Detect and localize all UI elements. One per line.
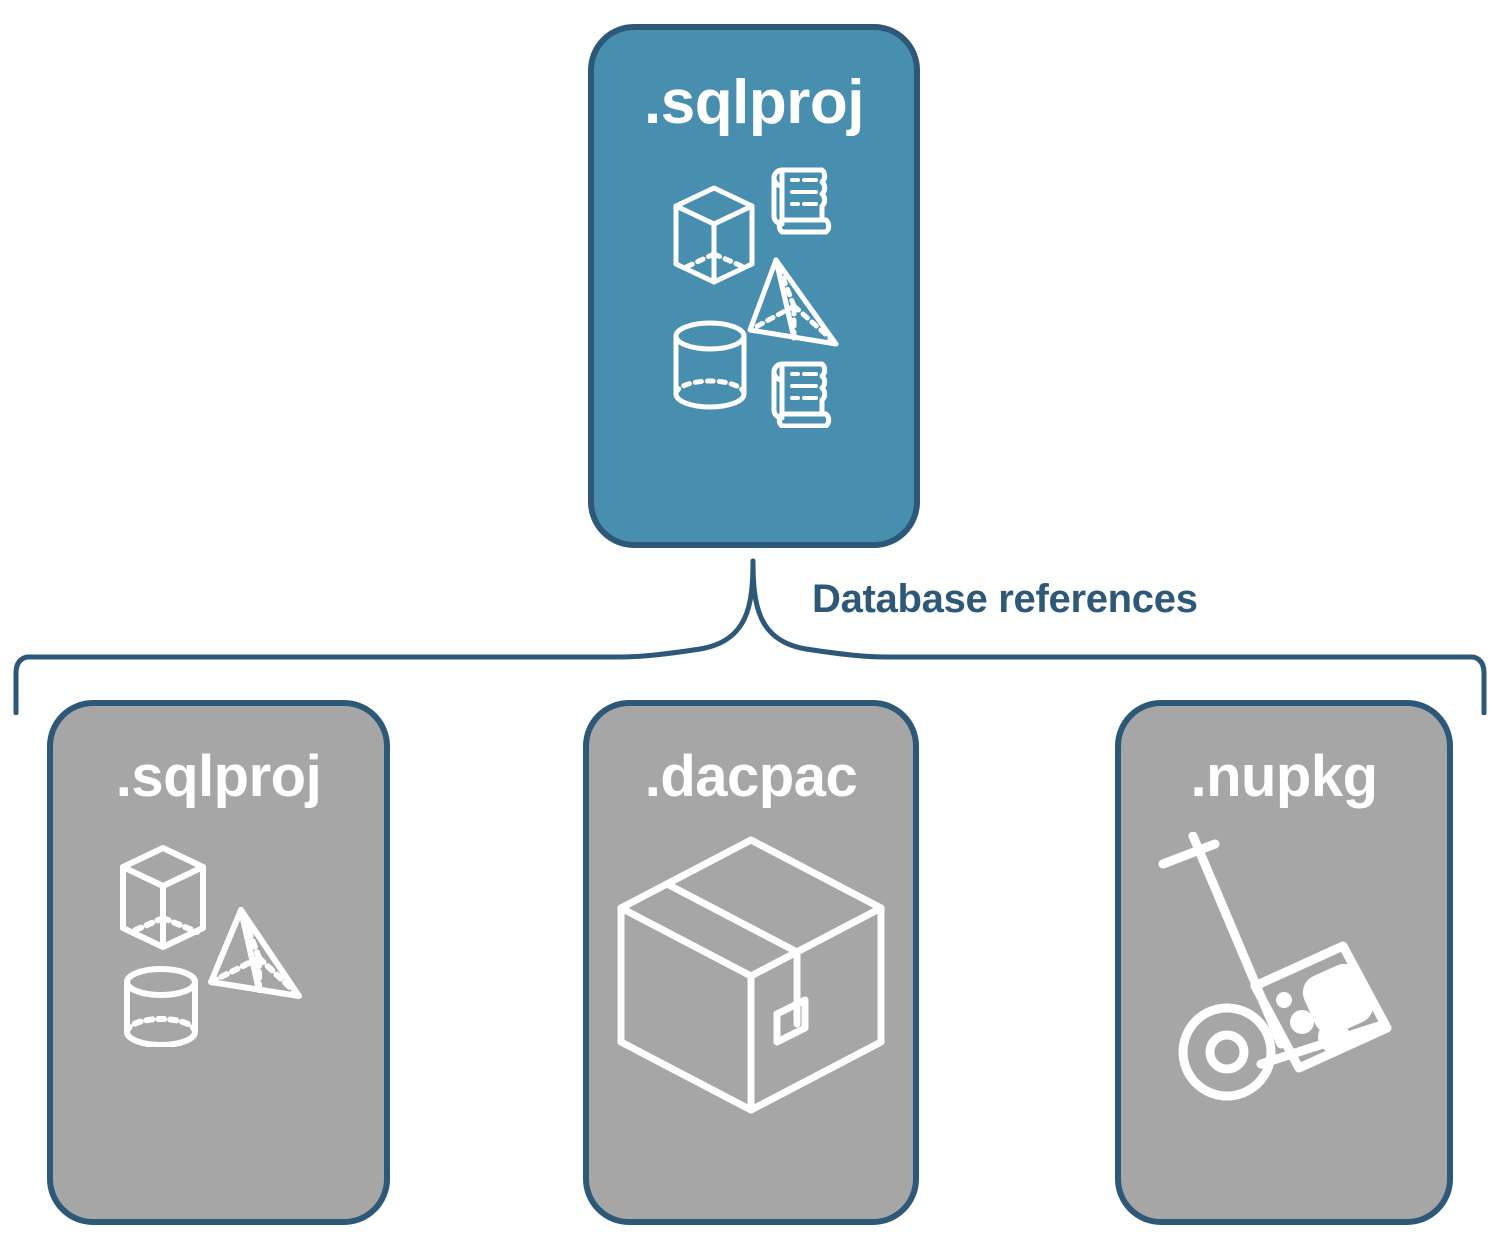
pyramid-icon bbox=[208, 907, 302, 999]
database-objects-icon-group bbox=[120, 845, 302, 1048]
scroll-icon bbox=[771, 167, 832, 235]
scroll-icon bbox=[771, 361, 832, 429]
brace-icon bbox=[13, 558, 1487, 716]
reference-card-dacpac[interactable]: .dacpac bbox=[583, 700, 919, 1225]
reference-card-nupkg-title: .nupkg bbox=[1190, 744, 1378, 809]
cylinder-icon bbox=[673, 320, 747, 410]
nuget-logo-icon bbox=[1276, 963, 1374, 1053]
package-box-icon bbox=[617, 836, 884, 1114]
reference-card-dacpac-title: .dacpac bbox=[644, 744, 858, 809]
pyramid-icon bbox=[747, 257, 839, 347]
reference-card-sqlproj-title: .sqlproj bbox=[115, 744, 322, 809]
reference-card-sqlproj-icons bbox=[111, 832, 326, 1048]
sqlproj-root-card[interactable]: .sqlproj bbox=[588, 24, 920, 548]
cylinder-icon bbox=[124, 966, 198, 1048]
cube-icon bbox=[673, 185, 755, 285]
sqlproj-root-card-icons bbox=[654, 158, 854, 429]
sqlproj-root-card-title: .sqlproj bbox=[644, 68, 864, 137]
reference-card-sqlproj[interactable]: .sqlproj bbox=[47, 700, 390, 1225]
hand-truck-icon bbox=[1158, 831, 1392, 1101]
database-references-label: Database references bbox=[812, 577, 1198, 621]
database-references-brace bbox=[0, 545, 1500, 716]
database-objects-icon-group bbox=[673, 167, 839, 429]
reference-card-nupkg-icons bbox=[1149, 831, 1419, 1102]
reference-card-dacpac-icons bbox=[609, 832, 894, 1117]
cube-icon bbox=[120, 845, 206, 950]
reference-card-nupkg[interactable]: .nupkg bbox=[1115, 700, 1453, 1225]
